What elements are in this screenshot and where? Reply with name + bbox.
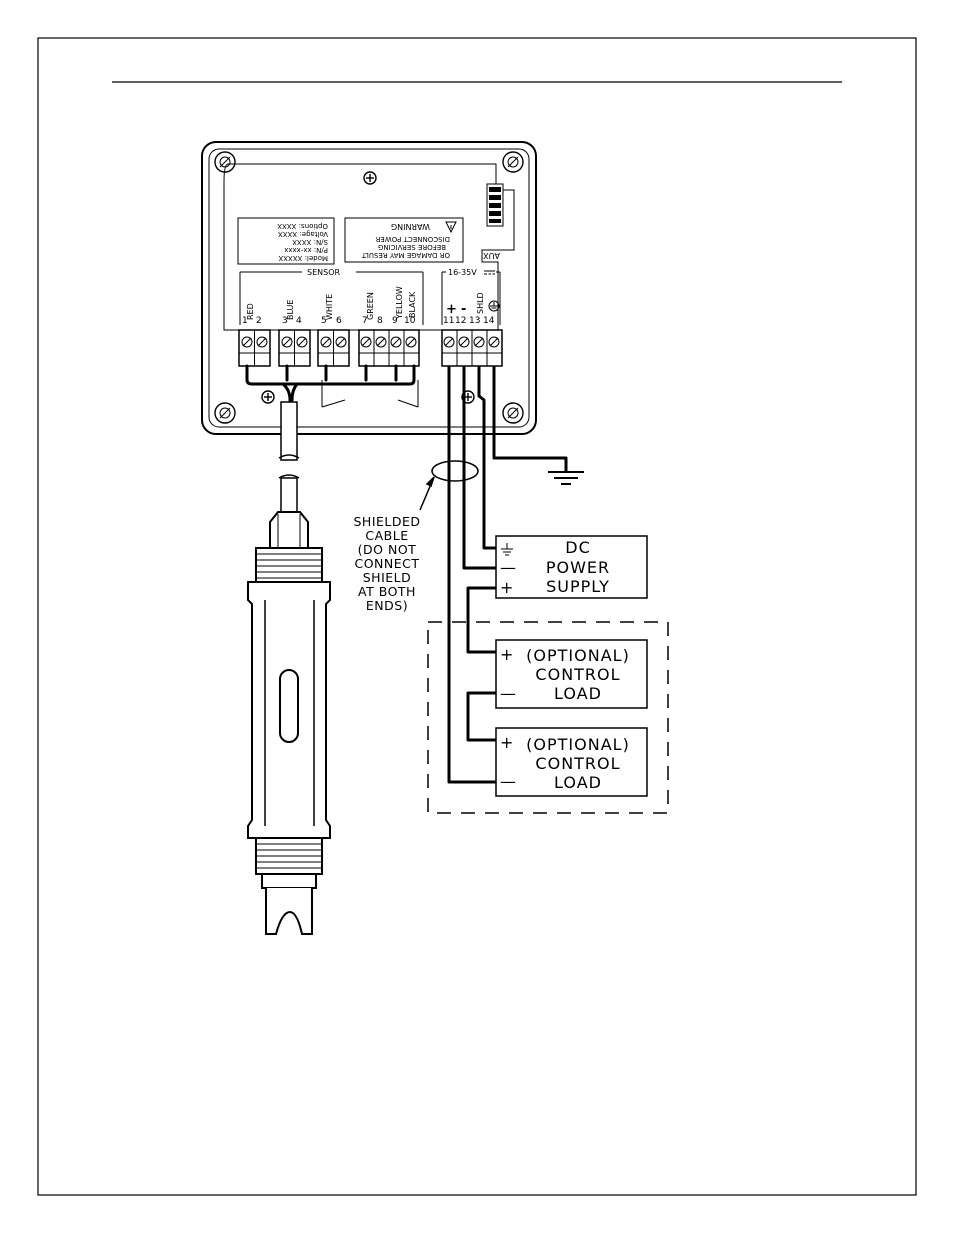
shielded-cable-note: SHIELDED CABLE (DO NOT CONNECT SHIELD AT…: [353, 514, 420, 613]
nameplate-voltage: Voltage: XXXX: [278, 230, 328, 238]
terminal-number: 4: [296, 316, 302, 326]
wire-label-green: GREEN: [366, 292, 375, 320]
note-line: CABLE: [365, 528, 408, 543]
terminal-block-1-2: [238, 329, 271, 367]
terminal-number: 10: [404, 316, 416, 326]
sensor-label: SENSOR: [307, 268, 340, 277]
nameplate-pn: P/N: xx-xxxx: [284, 246, 328, 254]
wire-label-white: WHITE: [325, 294, 334, 320]
corner-screw-bl: [214, 402, 236, 424]
optional-control-load-2: + — (OPTIONAL) CONTROL LOAD: [495, 727, 648, 797]
power-range-label: 16-35V: [448, 268, 477, 277]
warning-triangle-icon: [445, 221, 457, 234]
load1-line2: CONTROL: [535, 665, 620, 684]
ps-plus: +: [500, 578, 514, 597]
sensor-cable: [278, 401, 300, 513]
transmitter-enclosure: Model: XXXXX P/N: xx-xxxx S/N: XXXX Volt…: [201, 141, 537, 435]
ps-line2: POWER: [546, 558, 610, 577]
terminal-number: 5: [321, 316, 327, 326]
wire-label-plus: +: [446, 302, 457, 317]
terminal-numbers: 1 2 3 4 5 6 7 8 9 10 11 12 13 14: [242, 316, 495, 326]
ps-minus: —: [500, 558, 517, 577]
load1-plus: +: [500, 645, 514, 664]
terminal-number: 8: [377, 316, 383, 326]
terminal-number: 9: [392, 316, 398, 326]
sensor-probe: [247, 511, 331, 935]
panel-screw-left: [261, 390, 275, 404]
terminal-number: 13: [469, 316, 480, 326]
note-line: AT BOTH: [358, 584, 416, 599]
corner-screw-tl: [214, 151, 236, 173]
corner-screw-tr: [502, 151, 524, 173]
power-wires: [447, 366, 568, 784]
warning-label: OR DAMAGE MAY RESULT BEFORE SERVICING DI…: [344, 217, 464, 263]
note-line: (DO NOT: [358, 542, 417, 557]
load1-line1: (OPTIONAL): [526, 646, 630, 665]
wire-label-blue: BLUE: [286, 300, 295, 320]
nameplate-options: Options: XXXX: [277, 222, 328, 230]
load2-plus: +: [500, 733, 514, 752]
terminal-block-7-10: [358, 329, 420, 367]
note-line: SHIELD: [363, 570, 412, 585]
terminal-number: 3: [282, 316, 288, 326]
sensor-section: SENSOR: [239, 268, 424, 325]
wire-label-black: BLACK: [408, 291, 417, 318]
ps-line1: DC: [565, 538, 591, 557]
optional-control-load-1: + — (OPTIONAL) CONTROL LOAD: [495, 639, 648, 709]
load1-minus: —: [500, 684, 517, 703]
power-section: 16-35V: [441, 268, 501, 325]
terminal-block-11-14: [441, 329, 503, 367]
note-line: CONNECT: [354, 556, 419, 571]
terminal-number: 11: [443, 316, 454, 326]
nameplate-sn: S/N: XXXX: [292, 238, 328, 246]
warning-line2: BEFORE SERVICING: [378, 243, 446, 251]
ground-symbol-icon: [501, 543, 513, 556]
optional-loads-enclosure: [427, 621, 669, 814]
note-line: SHIELDED: [353, 514, 420, 529]
shield-cable-marker: [419, 460, 479, 511]
load2-line3: LOAD: [554, 773, 602, 792]
load2-line1: (OPTIONAL): [526, 735, 630, 754]
terminal-number: 12: [455, 316, 466, 326]
terminal-screws: [241, 336, 500, 348]
load1-line3: LOAD: [554, 684, 602, 703]
note-line: ENDS): [366, 598, 408, 613]
nameplate-label: Model: XXXXX P/N: xx-xxxx S/N: XXXX Volt…: [237, 217, 335, 265]
terminal-block-3-4: [278, 329, 311, 367]
sensor-wires: [245, 364, 416, 422]
terminal-number: 6: [336, 316, 342, 326]
terminal-number: 1: [242, 316, 248, 326]
warning-title: WARNING: [391, 222, 430, 231]
corner-screw-br: [502, 402, 524, 424]
dip-switch-block: [486, 183, 504, 227]
ps-line3: SUPPLY: [546, 577, 610, 596]
terminal-number: 7: [362, 316, 368, 326]
panel-screw-top: [363, 171, 377, 185]
dc-power-supply: — + DC POWER SUPPLY: [495, 535, 648, 599]
load2-minus: —: [500, 772, 517, 791]
earth-ground-icon: [488, 300, 500, 312]
terminal-number: 2: [256, 316, 262, 326]
wire-label-red: RED: [246, 303, 255, 320]
load2-line2: CONTROL: [535, 754, 620, 773]
terminal-number: 14: [483, 316, 495, 326]
terminal-block-5-6: [317, 329, 350, 367]
nameplate-model: Model: XXXXX: [278, 254, 328, 262]
wire-label-shld: SHLD: [476, 292, 485, 314]
dc-symbol-icon: [484, 270, 495, 275]
earth-ground-symbol-icon: [548, 471, 584, 485]
warning-line1: DISCONNECT POWER: [375, 235, 450, 243]
wire-label-yellow: YELLOW: [395, 286, 404, 320]
warning-line3: OR DAMAGE MAY RESULT: [361, 251, 450, 259]
page-border: [37, 37, 917, 1196]
aux-label: AUX: [483, 251, 500, 260]
wire-label-minus: -: [461, 302, 466, 317]
